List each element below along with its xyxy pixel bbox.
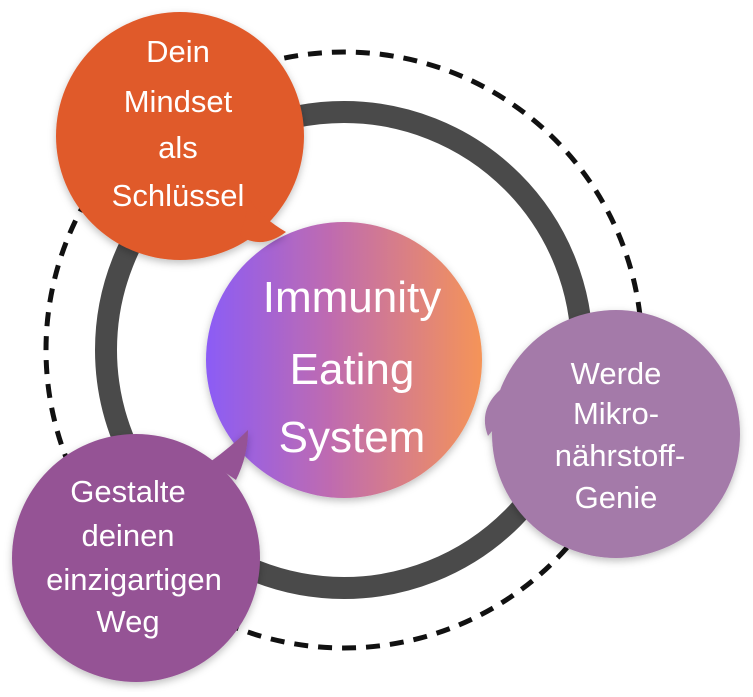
mindset-bubble <box>56 12 304 260</box>
path-line-4: Weg <box>96 604 159 639</box>
mindset-line-1: Dein <box>146 34 210 69</box>
micro-line-2: Mikro- <box>573 396 659 431</box>
mindset-line-2: Mindset <box>124 84 233 119</box>
center-title-line-1: Immunity <box>263 273 441 322</box>
micro-line-4: Genie <box>575 480 658 515</box>
mindset-line-4: Schlüssel <box>112 178 245 213</box>
center-title-line-2: Eating <box>290 345 415 394</box>
path-line-3: einzigartigen <box>46 562 222 597</box>
micro-line-1: Werde <box>571 356 662 391</box>
micro-line-3: nährstoff- <box>555 438 685 473</box>
path-bubble <box>12 430 260 682</box>
mindset-line-3: als <box>158 130 198 165</box>
center-title-line-3: System <box>279 413 426 462</box>
path-line-2: deinen <box>81 518 174 553</box>
micro-bubble <box>484 310 740 558</box>
path-line-1: Gestalte <box>70 474 185 509</box>
center-circle <box>206 222 482 498</box>
